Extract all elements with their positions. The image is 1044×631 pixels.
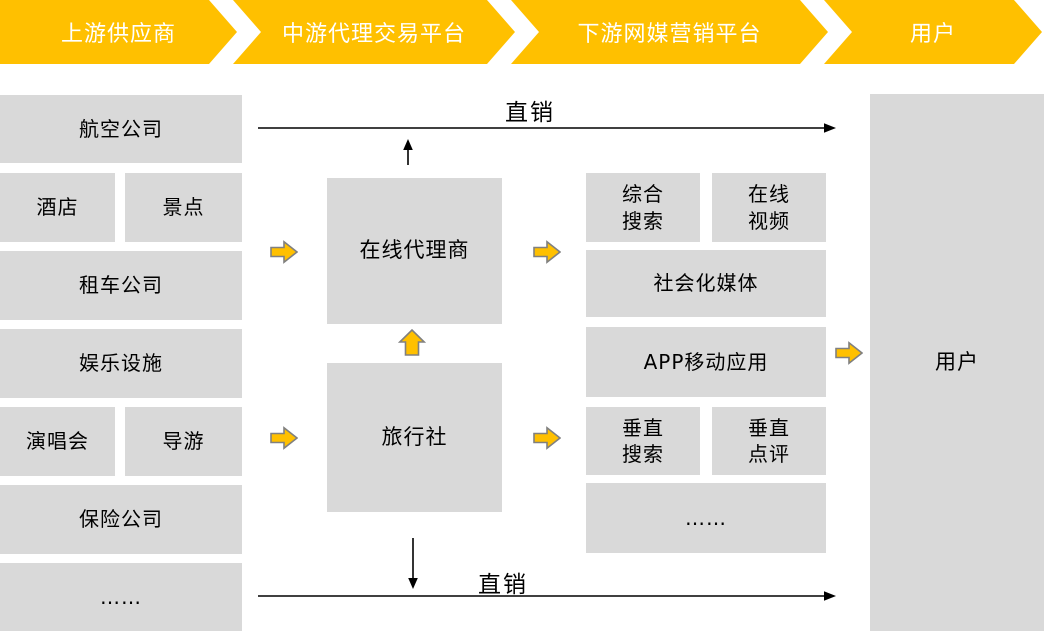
platform-box-online-agent: 在线代理商 — [327, 178, 502, 324]
banner-segment-users: 用户 — [824, 0, 1042, 64]
block-arrow-up-icon — [398, 329, 426, 356]
banner-segment-label: 中游代理交易平台 — [281, 22, 466, 47]
user-box: 用户 — [870, 94, 1044, 631]
block-arrow-right-icon — [533, 426, 561, 450]
block-arrow-right-icon — [533, 240, 561, 264]
thin-down-arrow — [408, 538, 418, 589]
thin-up-arrow — [403, 139, 413, 165]
media-box-vertical-review: 垂直 点评 — [712, 407, 826, 475]
banner-segment-upstream-suppliers: 上游供应商 — [0, 0, 237, 64]
media-box-general-search: 综合 搜索 — [586, 173, 700, 242]
supplier-box-hotels: 酒店 — [0, 173, 115, 242]
banner-segment-label: 下游网媒营销平台 — [577, 22, 762, 47]
direct-sales-label-top: 直销 — [505, 100, 555, 126]
block-arrow-right-icon — [270, 240, 298, 264]
media-box-social-media: 社会化媒体 — [586, 250, 826, 317]
direct-sales-label-bottom: 直销 — [478, 572, 528, 598]
media-box-vertical-search: 垂直 搜索 — [586, 407, 700, 475]
banner-segment-downstream-media-platform: 下游网媒营销平台 — [511, 0, 828, 64]
banner-segment-label: 用户 — [909, 22, 956, 47]
media-box-mobile-app: APP移动应用 — [586, 327, 826, 397]
supplier-box-airlines: 航空公司 — [0, 95, 242, 163]
supplier-box-concerts: 演唱会 — [0, 407, 115, 476]
banner-segment-label: 上游供应商 — [60, 22, 176, 47]
block-arrow-right-icon — [835, 341, 863, 365]
supplier-box-insurance: 保险公司 — [0, 485, 242, 554]
supplier-box-tour-guides: 导游 — [125, 407, 242, 476]
platform-box-travel-agency: 旅行社 — [327, 363, 502, 512]
supplier-box-attractions: 景点 — [125, 173, 242, 242]
supplier-box-entertainment: 娱乐设施 — [0, 329, 242, 398]
block-arrow-right-icon — [270, 426, 298, 450]
supplier-box-ellipsis: …… — [0, 563, 242, 631]
media-box-ellipsis: …… — [586, 483, 826, 553]
media-box-online-video: 在线 视频 — [712, 173, 826, 242]
supplier-box-car-rental: 租车公司 — [0, 251, 242, 320]
banner-segment-midstream-agency-platform: 中游代理交易平台 — [233, 0, 515, 64]
